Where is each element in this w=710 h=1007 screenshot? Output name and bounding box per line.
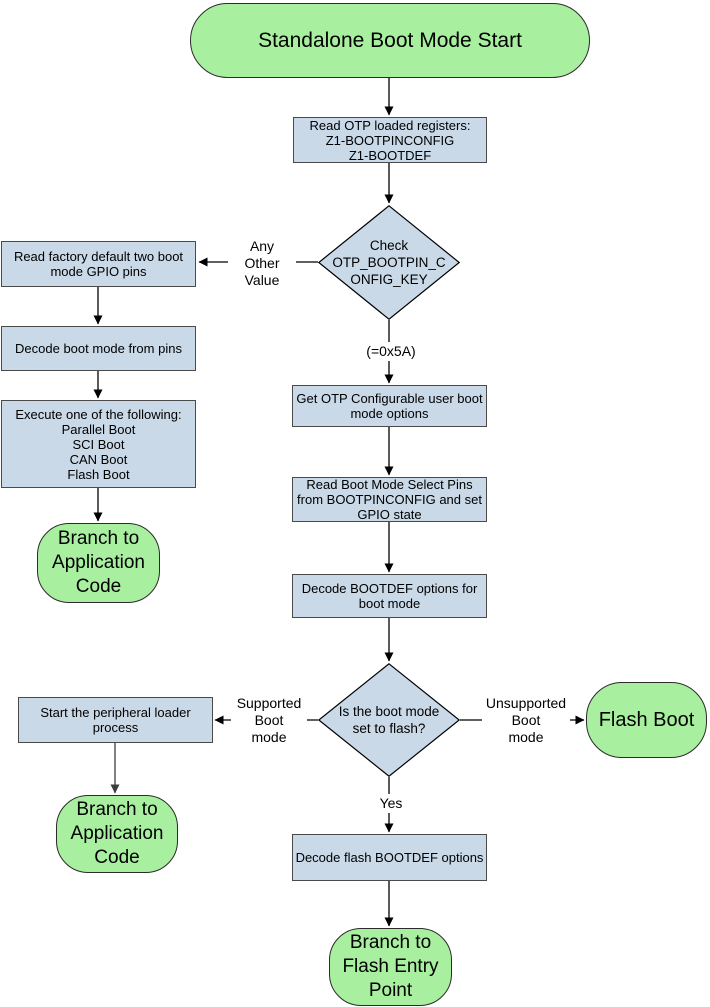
process-execute-boot-option: Execute one of the following: Parallel B… [1, 400, 196, 488]
process-read-boot-mode-select-pins: Read Boot Mode Select Pins from BOOTPINC… [292, 477, 487, 522]
decision-check-otp-bootpin-config-key: Check OTP_BOOTPIN_C ONFIG_KEY [318, 205, 460, 320]
process-read-factory-default-pins: Read factory default two boot mode GPIO … [1, 241, 196, 287]
decision-is-boot-mode-flash: Is the boot mode set to flash? [318, 663, 460, 777]
diamond-shape [318, 663, 460, 777]
edge-label-supported-boot-mode: Supported Boot mode [231, 694, 307, 747]
edge-label-unsupported-boot-mode: Unsupported Boot mode [482, 694, 570, 747]
process-decode-bootdef-options: Decode BOOTDEF options for boot mode [292, 574, 487, 618]
decision-check-otp-bootpin-config-key-label: Check OTP_BOOTPIN_C ONFIG_KEY [332, 238, 446, 287]
process-decode-boot-mode-from-pins: Decode boot mode from pins [1, 326, 196, 371]
process-start-peripheral-loader: Start the peripheral loader process [18, 697, 213, 743]
edge-label-equals-0x5a: (=0x5A) [358, 342, 424, 361]
process-decode-flash-bootdef-options: Decode flash BOOTDEF options [292, 834, 487, 881]
edge-label-any-other-value: Any Other Value [228, 237, 296, 290]
terminal-branch-to-application-code-left: Branch to Application Code [37, 523, 160, 603]
terminal-standalone-boot-mode-start: Standalone Boot Mode Start [190, 3, 590, 78]
diamond-shape [318, 205, 460, 320]
decision-is-boot-mode-flash-label: Is the boot mode set to flash? [338, 704, 440, 736]
terminal-flash-boot: Flash Boot [586, 682, 707, 758]
process-get-otp-configurable-options: Get OTP Configurable user boot mode opti… [292, 385, 487, 427]
edge-label-yes: Yes [372, 794, 410, 813]
terminal-branch-to-application-code-bottom: Branch to Application Code [56, 795, 178, 873]
process-read-otp-registers: Read OTP loaded registers: Z1-BOOTPINCON… [293, 117, 487, 163]
terminal-branch-to-flash-entry-point: Branch to Flash Entry Point [329, 928, 452, 1006]
